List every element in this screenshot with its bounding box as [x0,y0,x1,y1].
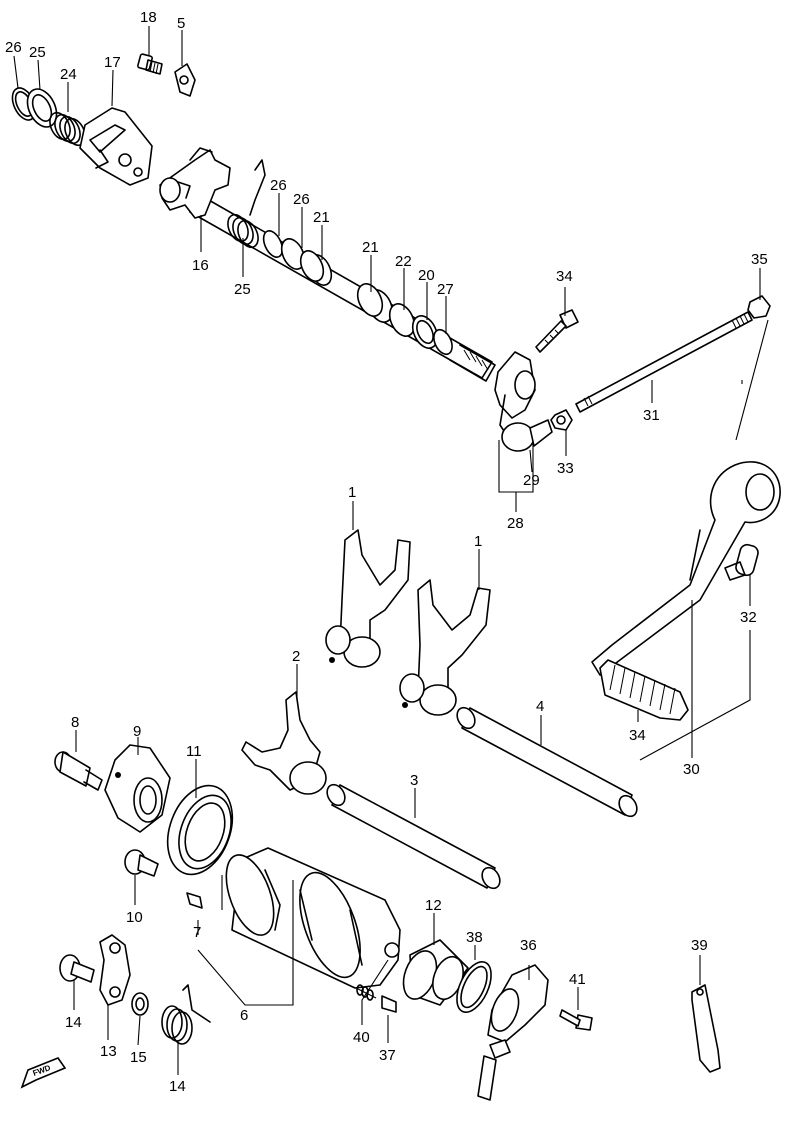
callout-9: 9 [133,723,141,740]
part-1-shift-fork-a [325,529,411,668]
part-7-pin [186,892,203,909]
callout-29: 31 [643,407,660,424]
part-8-stopper-bolt [54,751,103,791]
callout-10: 10 [126,909,143,926]
callout-35: 35 [751,251,768,268]
callout-11: 11 [186,743,202,760]
part-28-ball-joint [501,419,553,452]
part-35-nut [747,295,771,319]
part-22-washer [388,303,416,337]
callout-32: 34 [629,727,646,744]
part-32-footpeg-rubber [599,659,689,721]
part-14-return-spring [161,984,211,1045]
callout-5: 5 [177,15,185,32]
callout-20: 20 [418,267,435,284]
callout-15: 14 [65,1014,82,1031]
callout-labels: 26 25 24 17 18 5 16 25 26 26 21 21 22 20… [5,9,768,1095]
part-15-bolt [59,954,95,983]
part-34-bolt [535,309,579,353]
part-4-fork-shaft [456,706,638,818]
callout-28: 29 [523,472,540,489]
part-17-shift-arm [159,147,231,219]
callout-23: 24 [60,66,77,83]
part-11-bearing [166,784,234,876]
callout-37: 37 [379,1047,396,1064]
callout-30: 30 [683,761,700,778]
callout-16: 15 [130,1049,147,1066]
callout-13: 13 [100,1043,117,1060]
callout-26: 26 [270,177,287,194]
callout-14: 14 [169,1078,186,1095]
part-36-gear-position-switch [477,964,549,1101]
part-24-spring [227,159,266,249]
part-38-o-ring [456,961,492,1013]
part-26-circlip-end [433,328,453,356]
callout-36: 36 [520,937,537,954]
part-6-gearshift-cam [225,847,401,989]
callout-21: 21 [362,239,379,256]
callout-1: 1 [348,484,356,501]
callout-33: 33 [557,460,574,477]
part-26-circlip-mid [262,230,284,258]
callout-6: 6 [240,1007,248,1024]
part-21-bushing-b [356,283,394,323]
callout-40: 40 [353,1029,370,1046]
callout-18: 17 [104,54,121,71]
part-9-cam-stopper [104,744,171,833]
part-12-bearing [402,939,469,1006]
callout-26: 27 [437,281,454,298]
part-1-shift-fork-b [399,579,491,716]
callout-24: 25 [234,281,251,298]
callout-1: 1 [474,533,482,550]
callout-19: 18 [140,9,157,26]
callout-12: 12 [425,897,442,914]
callout-39: 39 [691,937,708,954]
callout-34: 34 [556,268,573,285]
part-3-fork-shaft [326,783,501,890]
part-33-nut [550,409,573,431]
part-21-bushing-a [299,250,333,286]
part-29-tie-rod [575,311,753,413]
callout-17: 16 [192,257,209,274]
callout-27: 28 [507,515,524,532]
part-19-bolt [137,53,163,75]
callout-38: 38 [466,929,483,946]
part-20-seal [411,315,439,349]
fwd-arrow-icon: FWD [20,1057,67,1089]
part-41-bolt [559,1009,593,1031]
callout-25: 26 [293,191,310,208]
part-13-shift-pawl [99,934,131,1006]
callout-41: 41 [569,971,586,988]
callout-25: 25 [29,44,46,61]
part-31-pivot-bolt [724,543,759,581]
leader-lines [13,26,769,1075]
callout-21: 21 [313,209,330,226]
callout-2: 2 [292,648,300,665]
callout-7: 7 [193,924,201,941]
part-27-shift-lever [494,351,536,441]
part-10-bolt [124,849,159,877]
callout-8: 8 [71,714,79,731]
callout-3: 3 [410,772,418,789]
part-18-plate [79,107,153,186]
callout-22: 22 [395,253,412,270]
part-37-pin [381,995,397,1013]
callout-31: 32 [740,609,757,626]
part-25-washer-mid [280,238,306,270]
callout-26: 26 [5,39,22,56]
part-30-gearshift-pedal [591,461,781,676]
callout-4: 4 [536,698,544,715]
part-39-spring-clip [691,984,721,1073]
part-2-shift-fork-c [241,691,327,795]
part-16-washer [131,992,149,1016]
part-5-lockwasher [174,63,196,97]
